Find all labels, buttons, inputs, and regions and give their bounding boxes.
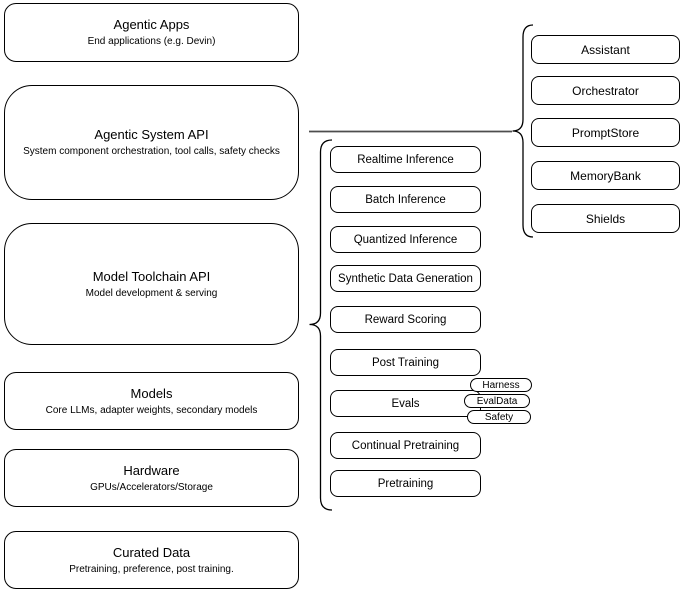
model-toolchain-api-subtitle: Model development & serving [85,287,218,299]
reward-scoring-box: Reward Scoring [330,306,481,333]
shields-label: Shields [585,211,626,226]
batch-inference-label: Batch Inference [365,193,446,206]
evals-box: Evals [330,390,481,417]
orchestrator-box: Orchestrator [531,76,680,105]
evaldata-tag-label: EvalData [476,395,518,407]
hardware-box: Hardware GPUs/Accelerators/Storage [4,449,299,507]
system-components-curly-brace [512,24,534,238]
models-box: Models Core LLMs, adapter weights, secon… [4,372,299,430]
synthetic-data-generation-box: Synthetic Data Generation [330,265,481,292]
pretraining-label: Pretraining [377,477,434,490]
curated-data-box: Curated Data Pretraining, preference, po… [4,531,299,589]
model-toolchain-api-box: Model Toolchain API Model development & … [4,223,299,345]
curated-data-title: Curated Data [112,544,191,560]
batch-inference-box: Batch Inference [330,186,481,213]
reward-scoring-label: Reward Scoring [364,313,447,326]
synthetic-data-generation-label: Synthetic Data Generation [338,272,473,285]
agentic-apps-box: Agentic Apps End applications (e.g. Devi… [4,3,299,62]
evaldata-tag: EvalData [464,394,530,408]
promptstore-label: PromptStore [571,125,640,140]
realtime-inference-label: Realtime Inference [357,153,454,166]
assistant-box: Assistant [531,35,680,64]
harness-tag-label: Harness [482,379,520,391]
memorybank-label: MemoryBank [570,168,641,183]
harness-tag: Harness [470,378,532,392]
hardware-subtitle: GPUs/Accelerators/Storage [90,481,213,493]
agentic-system-api-title: Agentic System API [94,127,209,142]
post-training-label: Post Training [371,356,440,369]
hardware-title: Hardware [123,462,180,478]
agentic-system-api-subtitle: System component orchestration, tool cal… [23,146,280,157]
model-toolchain-api-title: Model Toolchain API [92,268,211,284]
memorybank-box: MemoryBank [531,161,680,190]
pretraining-box: Pretraining [330,470,481,497]
continual-pretraining-label: Continual Pretraining [351,439,460,452]
agentic-apps-title: Agentic Apps [113,17,190,32]
toolchain-curly-brace [309,139,333,511]
models-subtitle: Core LLMs, adapter weights, secondary mo… [45,404,258,416]
realtime-inference-box: Realtime Inference [330,146,481,173]
safety-tag: Safety [467,410,531,424]
shields-box: Shields [531,204,680,233]
safety-tag-label: Safety [484,411,514,423]
post-training-box: Post Training [330,349,481,376]
curated-data-subtitle: Pretraining, preference, post training. [69,563,234,575]
promptstore-box: PromptStore [531,118,680,147]
quantized-inference-label: Quantized Inference [353,233,458,246]
evals-label: Evals [391,397,420,410]
continual-pretraining-box: Continual Pretraining [330,432,481,459]
agentic-system-api-box: Agentic System API System component orch… [4,85,299,200]
assistant-label: Assistant [581,42,630,57]
orchestrator-label: Orchestrator [572,83,639,98]
models-title: Models [130,385,173,401]
agentic-apps-subtitle: End applications (e.g. Devin) [87,36,216,47]
quantized-inference-box: Quantized Inference [330,226,481,253]
